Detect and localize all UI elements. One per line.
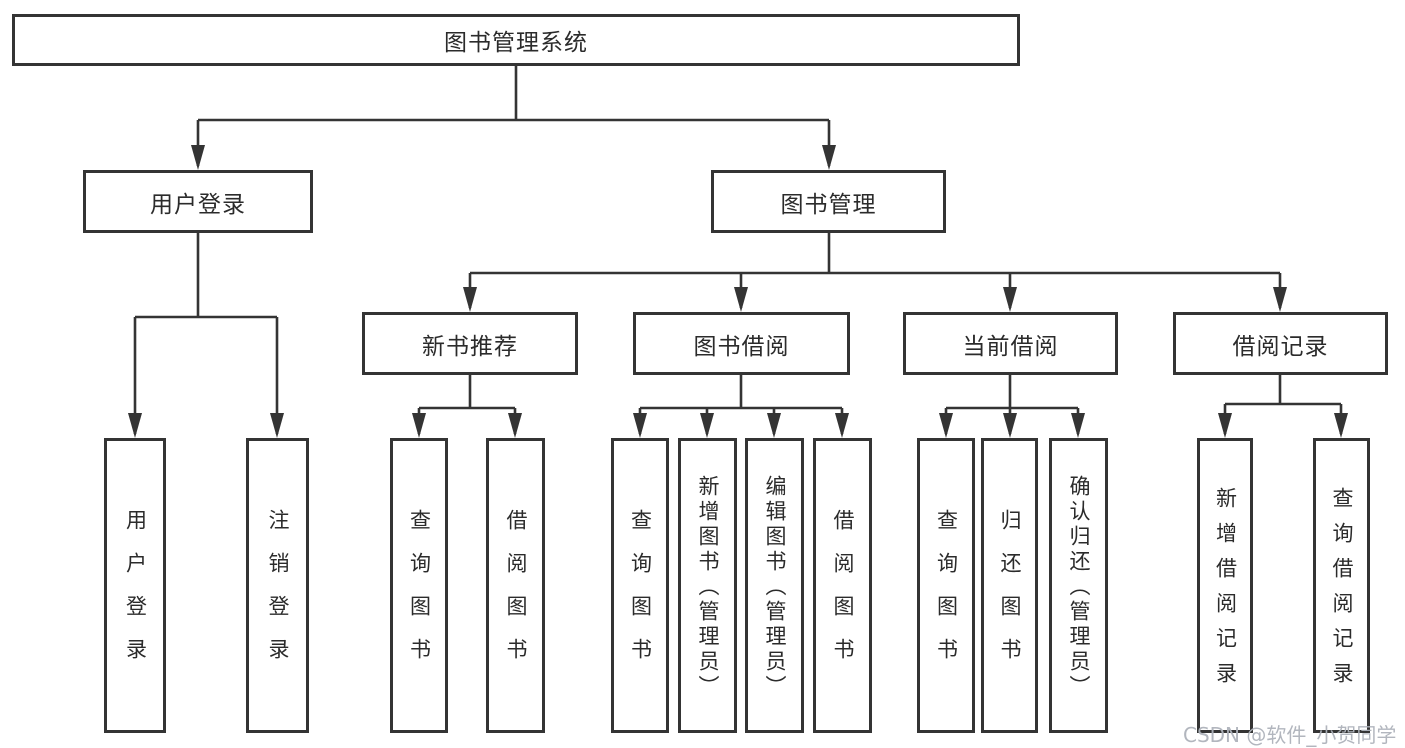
leaf-add-borrow-record: 新增借阅记录	[1197, 438, 1253, 733]
node-root: 图书管理系统	[12, 14, 1020, 66]
leaf-query-books-borrow-label: 查询图书	[628, 508, 653, 681]
leaf-add-borrow-record-label: 新增借阅记录	[1213, 486, 1238, 697]
node-current-borrow: 当前借阅	[903, 312, 1118, 375]
node-book-management-label: 图书管理	[780, 191, 877, 218]
node-book-borrow: 图书借阅	[633, 312, 850, 375]
leaf-borrow-books: 借阅图书	[813, 438, 872, 733]
node-book-management: 图书管理	[711, 170, 946, 233]
leaf-borrow-books-label: 借阅图书	[831, 508, 855, 681]
node-user-login: 用户登录	[83, 170, 313, 233]
leaf-logout: 注销登录	[246, 438, 309, 733]
leaf-query-books-borrow: 查询图书	[611, 438, 669, 733]
node-borrow-records-label: 借阅记录	[1232, 333, 1329, 360]
node-new-book-recommend: 新书推荐	[362, 312, 578, 375]
leaf-return-books-label: 归还图书	[998, 508, 1022, 681]
leaf-edit-books-admin: 编辑图书（管理员）	[745, 438, 804, 733]
leaf-return-books: 归还图书	[981, 438, 1038, 733]
leaf-confirm-return-admin: 确认归还（管理员）	[1049, 438, 1108, 733]
leaf-edit-books-admin-label: 编辑图书（管理员）	[763, 474, 787, 700]
leaf-logout-label: 注销登录	[266, 508, 290, 681]
leaf-add-books-admin: 新增图书（管理员）	[678, 438, 737, 733]
leaf-user-login-label: 用户登录	[123, 508, 148, 681]
node-root-label: 图书管理系统	[444, 30, 588, 56]
leaf-query-borrow-record: 查询借阅记录	[1313, 438, 1370, 733]
leaf-add-books-admin-label: 新增图书（管理员）	[696, 474, 720, 700]
watermark: CSDN @软件_小贺同学	[1183, 723, 1397, 747]
leaf-query-books-recommend-label: 查询图书	[407, 508, 432, 681]
leaf-query-books-recommend: 查询图书	[390, 438, 448, 733]
leaf-user-login: 用户登录	[104, 438, 166, 733]
leaf-query-books-current-label: 查询图书	[934, 508, 959, 681]
leaf-confirm-return-admin-label: 确认归还（管理员）	[1067, 474, 1091, 700]
node-book-borrow-label: 图书借阅	[693, 333, 790, 360]
node-current-borrow-label: 当前借阅	[962, 333, 1059, 360]
leaf-query-books-current: 查询图书	[917, 438, 975, 733]
node-borrow-records: 借阅记录	[1173, 312, 1388, 375]
node-new-book-recommend-label: 新书推荐	[422, 333, 518, 360]
leaf-borrow-books-recommend: 借阅图书	[486, 438, 545, 733]
leaf-query-borrow-record-label: 查询借阅记录	[1330, 486, 1354, 697]
node-user-login-label: 用户登录	[150, 191, 246, 218]
leaf-borrow-books-recommend-label: 借阅图书	[504, 508, 528, 681]
